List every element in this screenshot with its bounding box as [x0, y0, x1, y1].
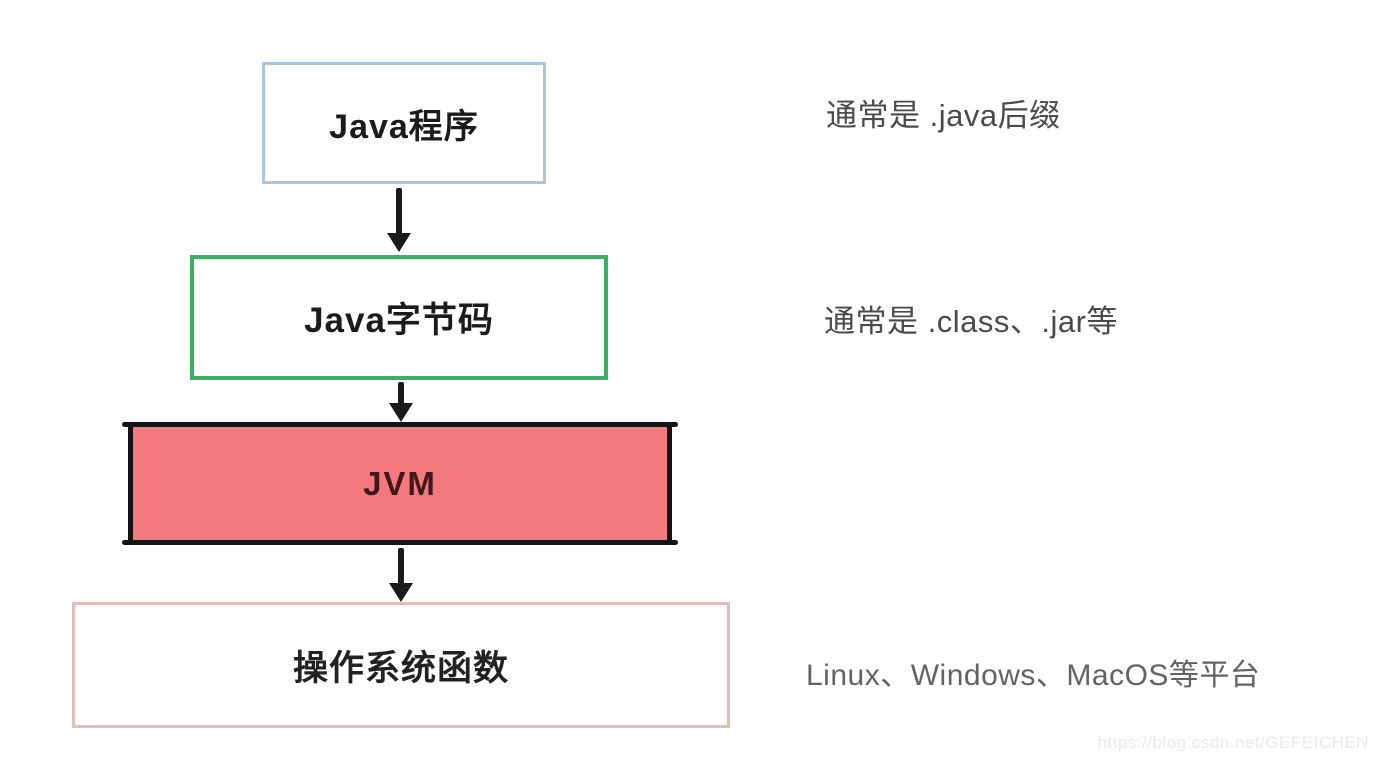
- arrow-head: [387, 233, 411, 252]
- arrow-head: [389, 583, 413, 602]
- arrow-head: [389, 403, 413, 422]
- java-program-box: Java程序: [262, 62, 546, 184]
- java-bytecode-label: Java字节码: [304, 301, 494, 340]
- annotation-platforms: Linux、Windows、MacOS等平台: [806, 659, 1261, 692]
- csdn-watermark: https://blog.csdn.net/GEFEICHEN: [1097, 733, 1369, 752]
- arrow-stem: [396, 188, 402, 235]
- arrow-stem: [398, 548, 404, 585]
- java-bytecode-box: Java字节码: [190, 255, 608, 380]
- annotation-java-source: 通常是 .java后缀: [826, 98, 1061, 133]
- down-arrow-icon: [389, 382, 413, 422]
- jvm-box: JVM: [122, 422, 678, 545]
- os-functions-label: 操作系统函数: [292, 648, 509, 688]
- java-program-label: Java程序: [329, 107, 479, 146]
- jvm-label: JVM: [363, 464, 437, 502]
- down-arrow-icon: [387, 188, 411, 252]
- down-arrow-icon: [389, 548, 413, 602]
- arrow-stem: [398, 382, 404, 405]
- os-functions-box: 操作系统函数: [72, 602, 730, 728]
- annotation-bytecode-files: 通常是 .class、.jar等: [824, 304, 1118, 339]
